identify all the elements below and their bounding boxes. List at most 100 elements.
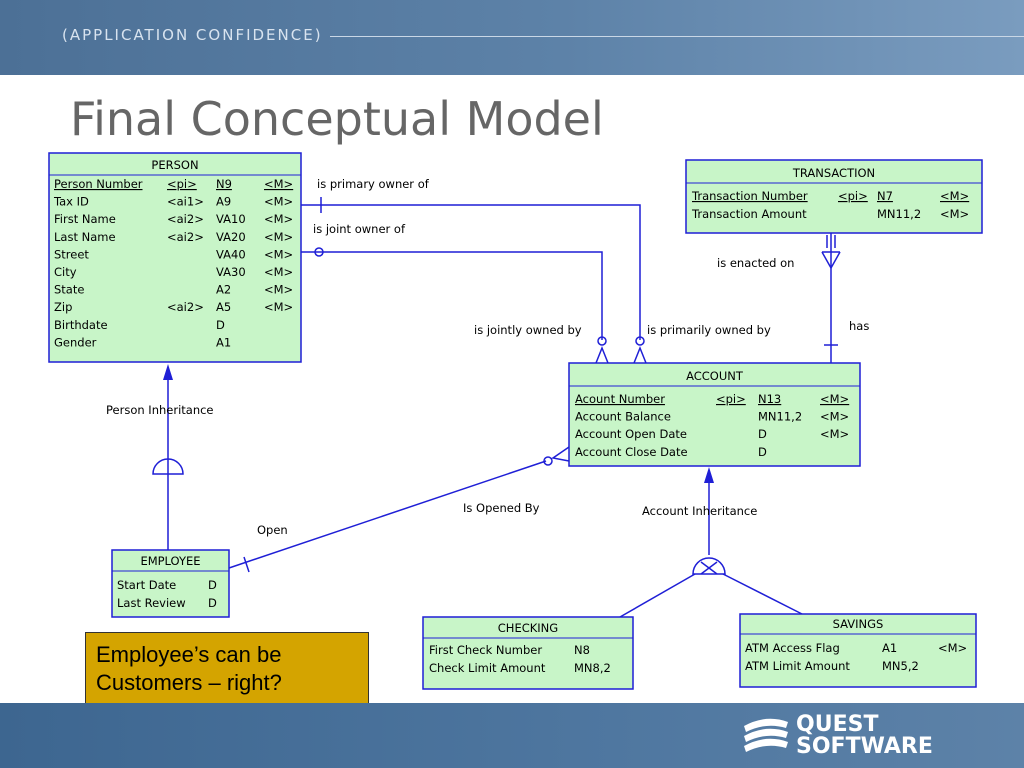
entity-account-cell: Account Balance [575,410,671,424]
entity-savings-cell: MN5,2 [882,659,919,673]
label-primary-owner: is primary owner of [317,177,430,191]
entity-savings-cell: ATM Access Flag [745,641,840,655]
entity-person-cell: Last Name [54,230,116,244]
entity-checking-cell: MN8,2 [574,661,611,675]
callout-note: Employee’s can be Customers – right? [85,632,369,704]
crowfoot-primarily-owned [633,345,647,364]
entity-savings-box [739,613,977,688]
crowfoot-jointly-owned [595,345,609,364]
entity-person-cell: City [54,265,77,279]
crowfoot-transaction [821,251,841,270]
inheritance-x-2 [700,561,718,575]
label-jointly-owned: is jointly owned by [474,323,582,337]
note-line-2: Customers – right? [96,670,282,695]
line-joint-owner [301,251,603,340]
tagline: (APPLICATION CONFIDENCE) [62,26,323,44]
entity-person-cell: <M> [264,177,293,191]
logo-text-quest: QUEST [796,712,879,737]
entity-person-cell: Tax ID [53,195,89,209]
entity-checking-name: CHECKING [498,621,558,635]
entity-checking-cell: Check Limit Amount [429,661,546,675]
arrow-person-inheritance [163,364,173,380]
entity-account-cell: Account Open Date [575,427,687,441]
entity-person-cell: State [54,283,84,297]
entity-account-cell: N13 [758,392,781,406]
entity-person-cell: N9 [216,177,232,191]
entity-person-name: PERSON [151,158,198,172]
arrow-account-inheritance [704,467,714,483]
entity-person-cell: D [216,318,225,332]
label-account-inheritance: Account Inheritance [642,504,757,518]
entity-person-cell: <M> [264,230,293,244]
entity-person-cell: <pi> [167,177,197,191]
label-opened-by: Is Opened By [463,501,540,515]
entity-transaction-cell: <M> [940,207,969,221]
circle-primarily-owned [635,336,645,346]
label-primarily-owned: is primarily owned by [647,323,771,337]
circle-jointly-owned [597,336,607,346]
header-bar: (APPLICATION CONFIDENCE) [0,0,1024,75]
quest-swoosh-icon [744,718,788,752]
label-has: has [849,319,869,333]
entity-account-cell: Account Close Date [575,445,688,459]
entity-person-cell: Gender [54,335,97,349]
entity-person-cell: <M> [264,212,293,226]
entity-transaction-box [685,159,983,234]
entity-person-cell: VA10 [216,212,246,226]
entity-employee-box [111,549,230,618]
entity-account-name: ACCOUNT [686,369,744,383]
entity-transaction-cell: MN11,2 [877,207,921,221]
entity-transaction-name: TRANSACTION [792,166,875,180]
entity-person-cell: <M> [264,247,293,261]
entity-savings-cell: A1 [882,641,897,655]
entity-employee-cell: Start Date [117,578,176,592]
entity-transaction-cell: <M> [940,189,969,203]
entity-person-cell: <ai2> [167,300,204,314]
tick-open [243,556,250,573]
entity-savings-cell: ATM Limit Amount [745,659,850,673]
entity-person-cell: Person Number [54,177,143,191]
tagline-rule [330,36,1024,37]
entity-employee-name: EMPLOYEE [140,554,200,568]
note-line-1: Employee’s can be [96,642,282,667]
entity-savings: SAVINGS ATM Access Flag A1 <M> ATM Limit Amo… [739,613,977,688]
footer-bar [0,703,1024,768]
entity-person-cell: <M> [264,300,293,314]
crowfoot-opened-by [551,446,570,462]
entity-checking-box [422,616,634,690]
page-title: Final Conceptual Model [70,92,604,146]
entity-person-cell: <M> [264,195,293,209]
line-opened-by [228,460,547,569]
entity-person-cell: A9 [216,195,231,209]
label-person-inheritance: Person Inheritance [106,403,214,417]
entity-account-cell: <M> [820,427,849,441]
entity-account-cell: <M> [820,410,849,424]
entity-transaction-cell: Transaction Amount [691,207,807,221]
circle-joint-owner [314,247,324,257]
entity-person-cell: <M> [264,265,293,279]
line-primary-owner [301,204,641,340]
entity-savings-cell: <M> [938,641,967,655]
entity-person-cell: VA20 [216,230,246,244]
circle-opened-by [543,456,553,466]
entity-savings-name: SAVINGS [833,617,884,631]
label-open: Open [257,523,288,537]
entity-person-cell: A5 [216,300,231,314]
entity-account-box [568,362,861,467]
entity-person-cell: First Name [54,212,116,226]
label-enacted-on: is enacted on [717,256,794,270]
entity-transaction-cell: <pi> [838,189,868,203]
entity-person-cell: VA30 [216,265,246,279]
entity-person-cell: VA40 [216,247,246,261]
entity-person-cell: A1 [216,335,231,349]
entity-employee-cell: Last Review [117,596,186,610]
quest-logo: QUEST SOFTWARE [740,712,990,762]
entity-person-cell: A2 [216,283,231,297]
entity-account-cell: MN11,2 [758,410,802,424]
